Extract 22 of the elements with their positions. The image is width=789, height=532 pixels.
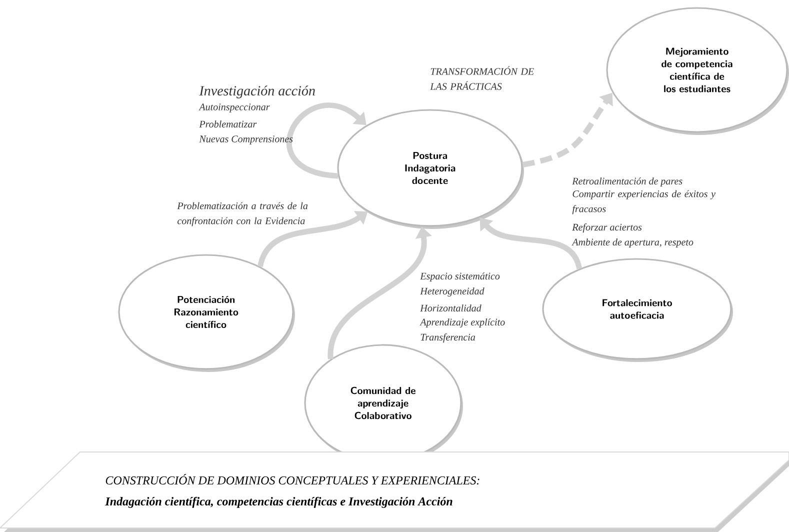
annotation-text: Autoinspeccionar bbox=[198, 104, 270, 112]
ellipse-node: Mejoramiento de competencia científica de los estudiantes bbox=[606, 7, 789, 135]
annotation-text: Nuevas Comprensiones bbox=[199, 136, 293, 144]
curved-arrow bbox=[286, 102, 366, 179]
ellipse-node: Potenciación Razonamiento científico bbox=[118, 254, 295, 372]
node-label: Mejoramiento de competencia científica de los estudiantes bbox=[662, 48, 732, 92]
annotation-text: Horizontalidad bbox=[420, 304, 482, 312]
annotation-text: Problematizar bbox=[199, 120, 257, 128]
annotation-text: Aprendizaje explícito bbox=[420, 318, 505, 328]
ellipse-node: Postura Indagatoria docente bbox=[337, 109, 524, 229]
annotation-text: Espacio sistemático bbox=[420, 272, 500, 282]
banner-parallelogram: CONSTRUCCIÓN DE DOMINIOS CONCEPTUALES Y EXPERIENCIALES: Indagación científica, competencias científicas e Investigación Acción bbox=[0, 451, 789, 532]
annotation-text: Retroalimentación de pares bbox=[572, 177, 682, 187]
annotation-text: Reforzar aciertos bbox=[572, 223, 642, 233]
ellipse-node: Fortalecimiento autoeficacia bbox=[542, 258, 733, 362]
annotation-text: Problematización a través de la confrontación con la Evidencia bbox=[177, 202, 308, 226]
annotation-text: Transferencia bbox=[420, 333, 476, 343]
annotation-text: Ambiente de apertura, respeto bbox=[572, 238, 694, 248]
annotation-text: Investigación acción bbox=[199, 86, 315, 98]
annotation-text: Heterogeneidad bbox=[420, 287, 484, 297]
annotation-text: Compartir experiencias de éxitos y fracasos bbox=[572, 190, 716, 214]
annotation-text: TRANSFORMACIÓN DE LAS PRÁCTICAS bbox=[430, 66, 534, 90]
